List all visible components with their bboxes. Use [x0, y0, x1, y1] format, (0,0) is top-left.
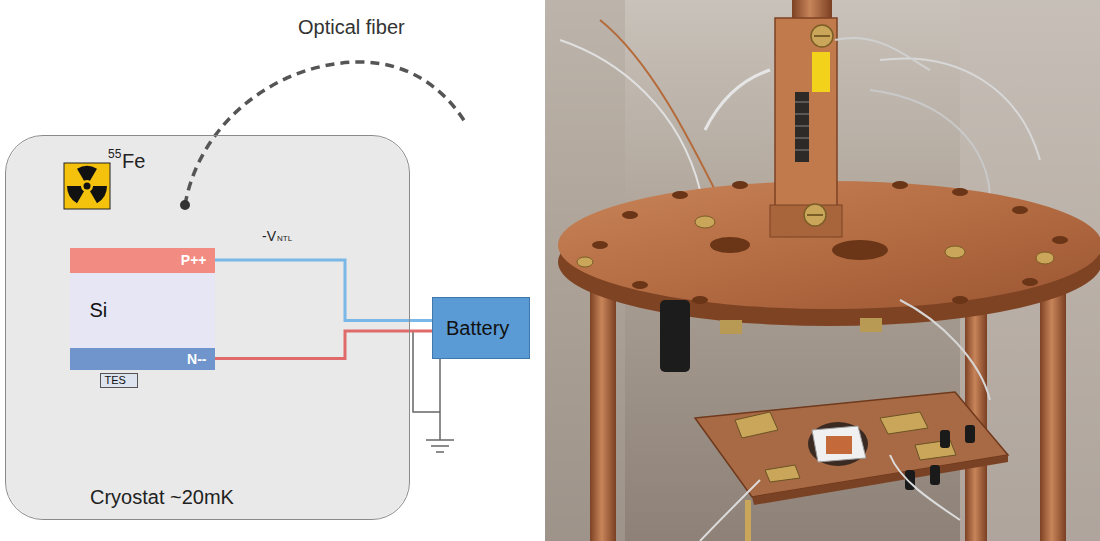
fiber-label: Optical fiber [298, 16, 405, 39]
voltage-label: -V [262, 228, 276, 244]
isotope-mass-number: 55 [108, 147, 121, 161]
node-text: N-- [187, 351, 206, 367]
bias-wire [215, 260, 433, 321]
node-text: Cryostat ~20mK [90, 486, 234, 509]
p-doped-layer: P++ [70, 248, 215, 273]
cryostat-fill [6, 136, 409, 519]
fiber-end [180, 200, 190, 210]
silicon-substrate: Si [70, 273, 215, 348]
cryostat-photo [545, 0, 1100, 541]
node-text: TES [105, 374, 126, 386]
node-text: Battery [446, 317, 509, 340]
node-text: P++ [181, 252, 207, 268]
node-text: Si [90, 299, 108, 322]
isotope-symbol: Fe [122, 150, 145, 173]
optical-fiber [185, 62, 465, 205]
n-doped-layer: N-- [70, 348, 215, 370]
voltage-subscript: NTL [277, 234, 292, 243]
return-wire [215, 331, 433, 358]
radiation-symbol [62, 160, 110, 209]
tes-sensor: TES [100, 373, 138, 388]
cryostat-box: Cryostat ~20mK P++ SiN-- TES [5, 135, 410, 520]
battery-box: Battery [432, 297, 530, 359]
